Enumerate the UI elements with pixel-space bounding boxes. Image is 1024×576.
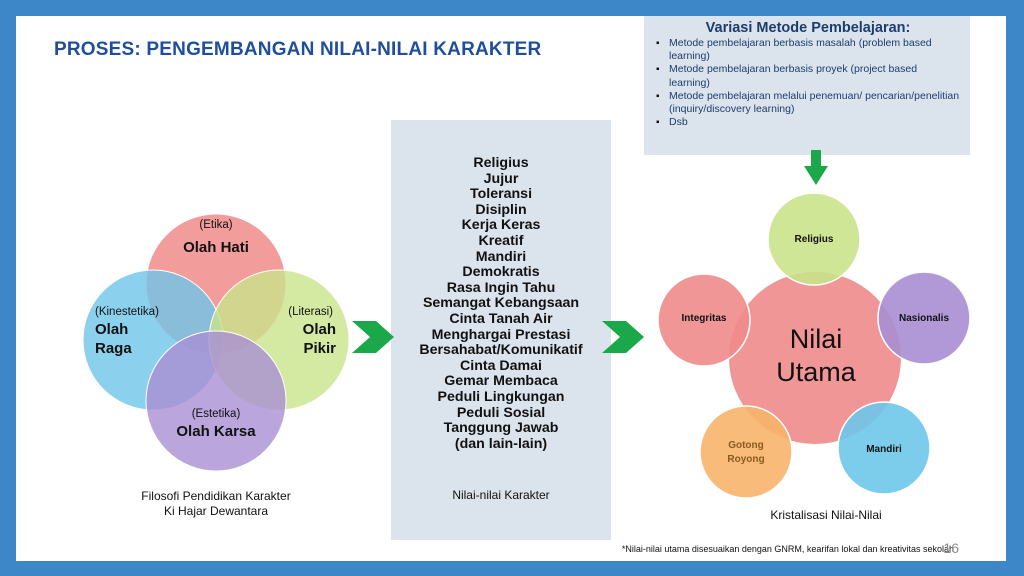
nilai-karakter-caption: Nilai-nilai Karakter [452,488,550,502]
variasi-title: Variasi Metode Pembelajaran: [705,20,911,36]
nilai-utama-label-2: Utama [776,357,857,387]
list-item: Metode pembelajaran berbasis proyek (pro… [656,63,960,89]
label-kinestetika: (Kinestetika) [95,306,159,318]
list-item: Disiplin [475,201,527,218]
chevron-right-icon [352,321,394,353]
satellite-label-nasionalis: Nasionalis [899,313,949,324]
filosofi-caption-line1: Filosofi Pendidikan Karakter [141,489,291,503]
label-olah-pikir-1: Olah [303,321,336,338]
satellite-label-mandiri: Mandiri [866,444,902,455]
label-olah-karsa: Olah Karsa [176,423,256,440]
list-item: Peduli Lingkungan [437,388,565,405]
list-item: Kerja Keras [461,217,541,234]
label-literasi: (Literasi) [288,306,333,318]
list-item: Gemar Membaca [444,373,558,390]
nilai-karakter-list: Religius Jujur Toleransi Disiplin Kerja … [391,155,611,452]
filosofi-caption-line2: Ki Hajar Dewantara [163,504,269,518]
list-item: Tanggung Jawab [443,420,559,437]
chevron-right-icon [602,321,644,353]
satellite-nasionalis [877,271,971,365]
satellite-mandiri [837,401,931,495]
label-olah-pikir-2: Pikir [303,340,336,357]
nilai-utama-center [729,272,901,444]
nilai-utama-cluster: Nilai Utama Religius Nasionalis Mandiri … [657,192,971,499]
list-item: Menghargai Prestasi [431,326,571,343]
page-number: 16 [943,540,959,556]
label-olah-raga-2: Raga [95,340,132,357]
footnote: *Nilai-nilai utama disesuaikan dengan GN… [621,544,954,554]
satellite-label-integritas: Integritas [681,313,726,324]
satellite-integritas [657,273,751,367]
nilai-karakter-box: Religius Jujur Toleransi Disiplin Kerja … [391,120,611,540]
variasi-list: Metode pembelajaran berbasis masalah (pr… [656,37,960,130]
slide: PROSES: PENGEMBANGAN NILAI-NILAI KARAKTE… [16,16,1006,561]
list-item: Demokratis [462,264,540,281]
list-item: Peduli Sosial [456,404,546,421]
satellite-label-gotong: Gotong [728,440,764,451]
nilai-utama-label-1: Nilai [790,324,843,354]
list-item: Semangat Kebangsaan [422,295,580,312]
label-olah-raga-1: Olah [95,321,128,338]
list-item: Jujur [483,170,519,187]
list-item: Kreatif [478,232,524,249]
label-estetika: (Estetika) [192,408,241,420]
satellite-label-royong: Royong [727,454,764,465]
satellite-gotong-royong [699,405,793,499]
label-olah-hati: Olah Hati [183,239,249,256]
filosofi-caption: Filosofi Pendidikan Karakter Ki Hajar De… [111,489,321,519]
list-item: Metode pembelajaran berbasis masalah (pr… [656,37,960,63]
list-item: Bersahabat/Komunikatif [419,342,583,359]
label-etika: (Etika) [199,219,232,231]
list-item: Toleransi [469,186,533,203]
filosofi-venn: (Etika) Olah Hati (Kinestetika) Olah Rag… [82,213,350,472]
list-item: Cinta Damai [460,357,542,374]
list-item: Religius [473,155,529,171]
satellite-religius [767,192,861,286]
list-item: Cinta Tanah Air [449,310,553,327]
arrow-down-icon [804,150,828,185]
satellite-label-religius: Religius [795,234,834,245]
list-item: Rasa Ingin Tahu [446,279,556,296]
list-item: Mandiri [475,248,527,265]
variasi-metode-box: Variasi Metode Pembelajaran: Metode pemb… [644,16,970,155]
diagrams-canvas: (Etika) Olah Hati (Kinestetika) Olah Rag… [82,150,971,499]
list-item: Dsb [656,116,960,129]
list-item: (dan lain-lain) [454,435,548,452]
venn-circle-olah-karsa [145,330,287,472]
kristalisasi-caption: Kristalisasi Nilai-Nilai [770,508,882,522]
list-item: Metode pembelajaran melalui penemuan/ pe… [656,90,960,116]
slide-title: PROSES: PENGEMBANGAN NILAI-NILAI KARAKTE… [54,39,542,60]
